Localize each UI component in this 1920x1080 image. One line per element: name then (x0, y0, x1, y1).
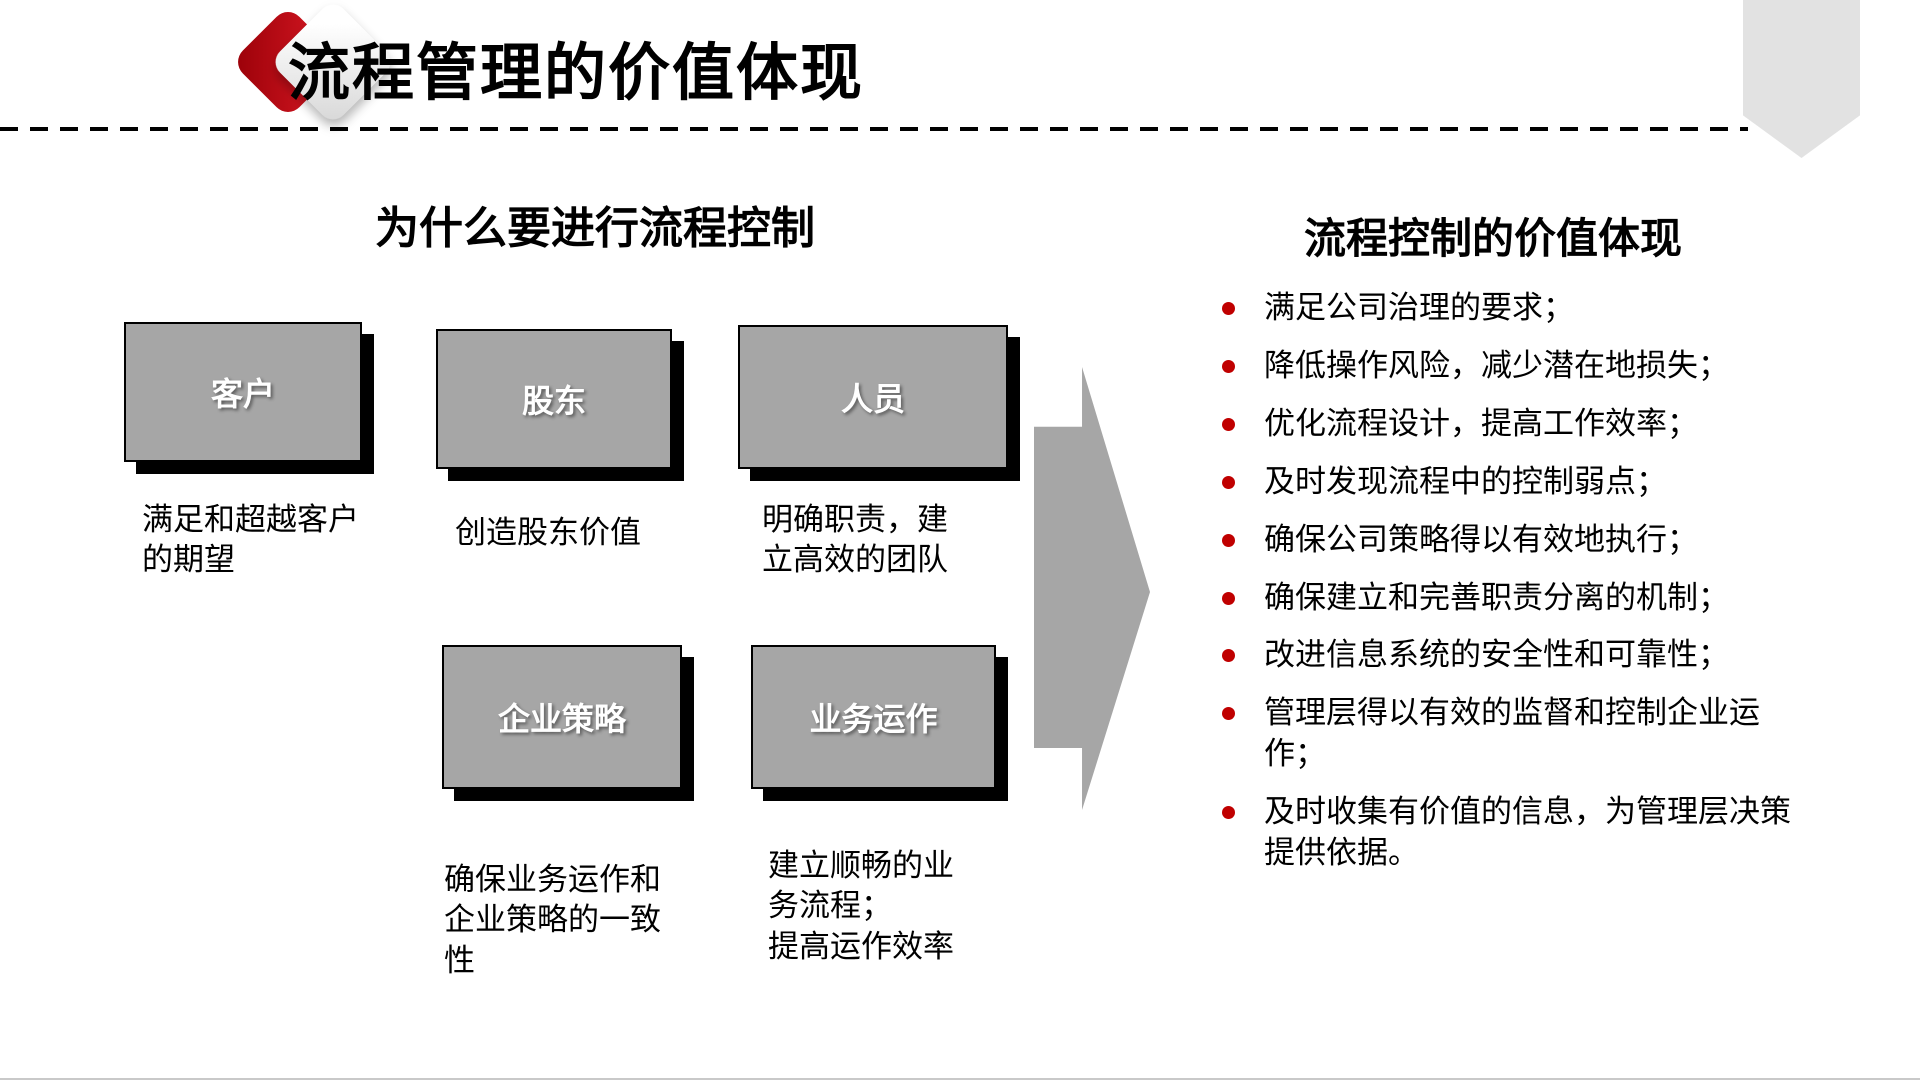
desc-operations: 建立顺畅的业务流程； 提高运作效率 (768, 848, 954, 964)
bullet-text: 及时发现流程中的控制弱点； (1264, 463, 1667, 499)
box-personnel: 人员 (738, 325, 1008, 469)
box-shareholder: 股东 (436, 329, 672, 469)
bullet-item: 确保公司策略得以有效地执行； (1222, 520, 1800, 561)
box-personnel-label: 人员 (840, 381, 905, 417)
right-section-heading: 流程控制的价值体现 (1303, 215, 1682, 262)
bullet-text: 确保公司策略得以有效地执行； (1264, 521, 1698, 557)
pennant-ribbon-icon (1743, 0, 1860, 158)
page-title: 流程管理的价值体现 (288, 39, 865, 108)
bullet-text: 优化流程设计，提高工作效率； (1264, 405, 1698, 441)
desc-customer: 满足和超越客户的期望 (142, 502, 359, 578)
slide-bottom-edge (0, 1078, 1920, 1080)
box-customer: 客户 (124, 322, 362, 462)
logo-diamonds (118, 0, 397, 130)
box-shareholder-label: 股东 (521, 383, 586, 419)
desc-shareholder: 创造股东价值 (455, 515, 641, 550)
bullet-text: 改进信息系统的安全性和可靠性； (1264, 637, 1729, 673)
bullet-item: 优化流程设计，提高工作效率； (1222, 404, 1800, 445)
bullet-item: 及时收集有价值的信息，为管理层决策提供依据。 (1222, 792, 1800, 874)
right-arrow-shape (1034, 367, 1150, 810)
bullet-text: 确保建立和完善职责分离的机制； (1264, 579, 1729, 615)
bullet-dot-icon (1222, 533, 1235, 547)
bullet-dot-icon (1222, 302, 1235, 315)
bullet-dot-icon (1222, 475, 1235, 489)
box-strategy: 企业策略 (442, 645, 682, 789)
bullet-text: 满足公司治理的要求； (1264, 290, 1574, 325)
desc-personnel: 明确职责，建立高效的团队 (762, 502, 948, 578)
bullet-dot-icon (1222, 359, 1235, 373)
bullet-dot-icon (1222, 417, 1235, 431)
bullet-item: 管理层得以有效的监督和控制企业运作； (1222, 693, 1800, 775)
box-operations-label: 业务运作 (809, 701, 938, 737)
bullet-item: 及时发现流程中的控制弱点； (1222, 462, 1800, 503)
bullet-item: 降低操作风险，减少潜在地损失； (1222, 346, 1800, 387)
box-operations: 业务运作 (751, 645, 996, 789)
bullet-dot-icon (1222, 591, 1235, 605)
bullet-item: 确保建立和完善职责分离的机制； (1222, 578, 1800, 619)
bullet-text: 管理层得以有效的监督和控制企业运作； (1264, 695, 1760, 772)
bullet-dot-icon (1222, 649, 1235, 663)
box-strategy-label: 企业策略 (497, 701, 626, 737)
box-customer-label: 客户 (210, 376, 275, 412)
bullet-text: 降低操作风险，减少潜在地损失； (1264, 347, 1729, 383)
dashed-divider-line (0, 127, 1748, 131)
bullet-dot-icon (1222, 707, 1235, 721)
left-section-heading: 为什么要进行流程控制 (375, 204, 815, 253)
bullet-dot-icon (1222, 806, 1235, 820)
bullet-item: 改进信息系统的安全性和可靠性； (1222, 635, 1800, 676)
bullet-item: 满足公司治理的要求； (1222, 288, 1800, 329)
value-bullet-list: 满足公司治理的要求； 降低操作风险，减少潜在地损失； 优化流程设计，提高工作效率… (1222, 288, 1800, 891)
desc-strategy: 确保业务运作和企业策略的一致性 (444, 862, 661, 978)
bullet-text: 及时收集有价值的信息，为管理层决策提供依据。 (1264, 794, 1791, 871)
